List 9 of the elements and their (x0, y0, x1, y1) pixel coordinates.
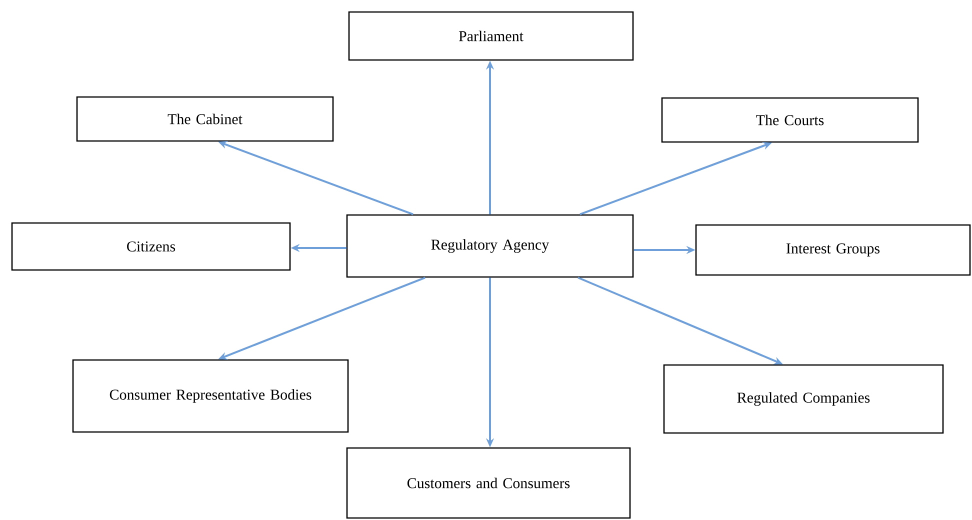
box: Regulated Companies (663, 364, 944, 434)
box: Customers and Consumers (346, 447, 631, 519)
box: The Cabinet (76, 96, 334, 142)
box: Parliament (348, 11, 634, 61)
box: Regulatory Agency (346, 214, 634, 278)
box: Interest Groups (695, 224, 971, 276)
box: The Courts (661, 97, 919, 143)
box: Consumer Representative Bodies (72, 359, 349, 433)
box: Citizens (11, 222, 291, 271)
